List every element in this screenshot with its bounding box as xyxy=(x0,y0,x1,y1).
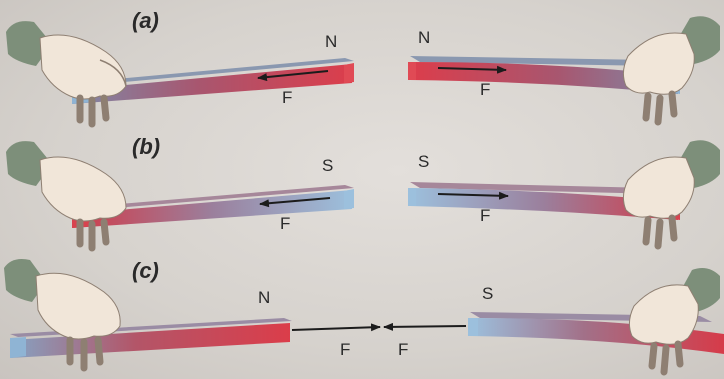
pole-label-a-right: N xyxy=(418,28,430,48)
hand-palm xyxy=(40,157,126,221)
panel-a xyxy=(6,16,720,124)
panel-label-c: (c) xyxy=(132,258,159,284)
panel-b-left-hand xyxy=(6,141,126,248)
panel-b-right-hand xyxy=(623,140,720,246)
pole-label-c-right: S xyxy=(482,284,493,304)
force-label-a-right: F xyxy=(480,80,490,100)
force-label-c-right: F xyxy=(398,340,408,360)
pole-label-c-left: N xyxy=(258,288,270,308)
panel-label-a: (a) xyxy=(132,8,159,34)
hand-fingers xyxy=(646,218,674,246)
magnet-pole-end xyxy=(408,188,416,206)
hand-palm xyxy=(36,273,120,339)
force-label-a-left: F xyxy=(282,88,292,108)
pole-label-a-left: N xyxy=(325,32,337,52)
panel-a-right-hand xyxy=(623,16,720,122)
force-arrow-right xyxy=(384,326,466,327)
pole-label-b-right: S xyxy=(418,152,429,172)
panel-c xyxy=(4,259,724,372)
magnet-end-face xyxy=(10,337,26,358)
magnet-pole-end xyxy=(408,62,416,80)
hand-palm xyxy=(629,285,698,344)
hand-palm xyxy=(623,33,694,94)
panel-label-b: (b) xyxy=(132,134,160,160)
hand-fingers xyxy=(646,94,674,122)
hand-fingers xyxy=(652,344,680,372)
pole-label-b-left: S xyxy=(322,156,333,176)
force-label-b-left: F xyxy=(280,214,290,234)
magnet-pole-end xyxy=(344,189,354,209)
hand-palm xyxy=(623,157,694,218)
force-label-c-left: F xyxy=(340,340,350,360)
magnet-pole-end xyxy=(344,63,354,83)
panel-a-left-hand xyxy=(6,21,126,124)
force-label-b-right: F xyxy=(480,206,490,226)
force-arrow-left xyxy=(292,327,380,330)
panel-b xyxy=(6,140,720,248)
magnet-pole-end xyxy=(468,318,478,336)
